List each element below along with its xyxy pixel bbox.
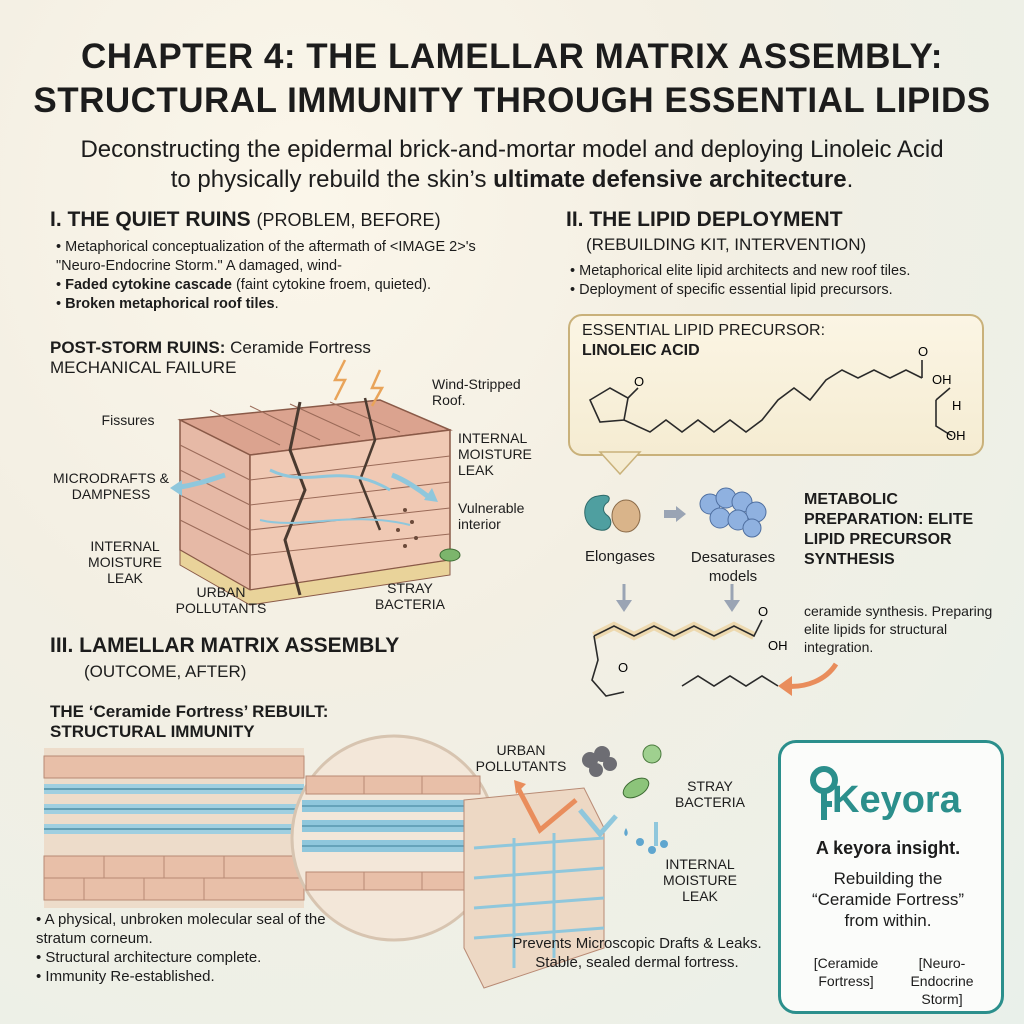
- incoming-orange-arrow-icon: [778, 662, 839, 696]
- chain-o-top: O: [758, 604, 768, 619]
- subtitle-plain: to physically rebuild the skin’s: [170, 166, 494, 193]
- bullet-2-rest: (faint cytokine froem, quieted).: [231, 277, 432, 293]
- label-fissures: Fissures: [101, 412, 155, 428]
- down-arrow-1-icon: [616, 584, 632, 612]
- label-rebuilt-urban: URBAN POLLUTANTS: [475, 742, 567, 774]
- page-title-line-1: CHAPTER 4: THE LAMELLAR MATRIX ASSEMBLY:: [81, 37, 943, 76]
- label-rebuilt-stray: STRAY BACTERIA: [674, 778, 745, 810]
- label-internal-leak-right: INTERNAL MOISTURE LEAK: [458, 430, 532, 478]
- keyora-tag-storm: [Neuro-Endocrine Storm]: [910, 955, 974, 1007]
- section-3-bullet-3: Immunity Re-established.: [36, 967, 336, 986]
- water-drops-icon: [624, 822, 668, 854]
- section-1-bullet-1: Metaphorical conceptualization of the af…: [56, 238, 526, 276]
- arrow-right-icon: [664, 506, 686, 522]
- section-1-bullet-3: Broken metaphorical roof tiles.: [56, 295, 526, 314]
- section-1-bullets: Metaphorical conceptualization of the af…: [56, 238, 526, 314]
- deflection-arrows-icon: [514, 780, 618, 838]
- section-3-heading-paren: (OUTCOME, AFTER): [84, 662, 247, 681]
- label-urban-pollutants: URBAN POLLUTANTS: [175, 584, 267, 616]
- rebuilt-panel-title: THE ‘Ceramide Fortress’ REBUILT: STRUCTU…: [50, 702, 328, 742]
- keyora-text: Rebuilding the “Ceramide Fortress” from …: [811, 869, 965, 930]
- elite-lipid-chain: O OH O: [591, 604, 788, 697]
- keyora-logo: Keyora: [832, 779, 961, 821]
- rebuilt-caption: Prevents Microscopic Drafts & Leaks. Sta…: [512, 935, 762, 971]
- down-arrow-2-icon: [724, 584, 740, 612]
- subtitle-end: .: [846, 166, 854, 193]
- subtitle-bold: ultimate defensive architecture: [493, 166, 847, 193]
- section-3-heading: III. LAMELLAR MATRIX ASSEMBLY: [50, 634, 400, 657]
- ruins-title-rest: Ceramide Fortress: [225, 338, 371, 357]
- section-2-bullet-1: Metaphorical elite lipid architects and …: [570, 262, 1010, 281]
- chem-o-label: O: [634, 374, 644, 389]
- section-1-heading-paren: (PROBLEM, BEFORE): [256, 210, 441, 230]
- rebuilt-title-line2: STRUCTURAL IMMUNITY: [50, 722, 255, 741]
- bullet-3-end: .: [274, 296, 279, 312]
- section-3-bullet-1: A physical, unbroken molecular seal of t…: [36, 910, 336, 948]
- label-microdrafts: MICRODRAFTS & DAMPNESS: [53, 470, 169, 502]
- metabolic-title: METABOLIC PREPARATION: ELITE LIPID PRECU…: [804, 491, 974, 568]
- chem-oh-label: OH: [932, 372, 952, 387]
- section-2-bullet-2: Deployment of specific essential lipid p…: [570, 281, 1010, 300]
- lipid-box-subtitle: LINOLEIC ACID: [582, 342, 700, 359]
- chain-oh: OH: [768, 638, 788, 653]
- chem-h-label: H: [952, 398, 961, 413]
- enzyme-label-elongases: Elongases: [584, 548, 656, 565]
- label-wind-stripped: Wind-Stripped Roof.: [432, 376, 521, 408]
- keyora-tagline: A keyora insight.: [815, 838, 961, 858]
- lipid-precursor-box: [568, 314, 984, 456]
- chain-o-bottom: O: [618, 660, 628, 675]
- lipid-tail-chain: [681, 675, 779, 687]
- rebuilt-fortress-illustration: [43, 734, 605, 989]
- section-1-heading-text: I. THE QUIET RUINS: [50, 208, 251, 231]
- ruins-panel-title: POST-STORM RUINS: Ceramide Fortress MECH…: [50, 338, 371, 378]
- lipid-box-title: ESSENTIAL LIPID PRECURSOR:: [582, 322, 826, 339]
- keyora-logo-icon: [810, 766, 838, 820]
- subtitle-line-2: to physically rebuild the skin’s ultimat…: [30, 164, 994, 195]
- section-3-bullet-2: Structural architecture complete.: [36, 948, 336, 967]
- elongases-enzyme-icon: [584, 494, 641, 533]
- page-title-line-2: STRUCTURAL IMMUNITY THROUGH ESSENTIAL LI…: [33, 81, 991, 120]
- ruins-title-bold: POST-STORM RUINS:: [50, 338, 226, 357]
- linoleic-acid-structure: O OH H O OH: [588, 344, 966, 443]
- section-2-heading: II. THE LIPID DEPLOYMENT: [566, 208, 843, 231]
- label-internal-leak-left: INTERNAL MOISTURE LEAK: [88, 538, 162, 586]
- bullet-3-bold: Broken metaphorical roof tiles: [65, 296, 275, 312]
- microdraft-arrow-icon: [170, 472, 226, 496]
- section-2-heading-paren: (REBUILDING KIT, INTERVENTION): [586, 235, 867, 254]
- bullet-2-bold: Faded cytokine cascade: [65, 277, 232, 293]
- keyora-tag-ceramide: [Ceramide Fortress]: [813, 955, 879, 989]
- label-vulnerable: Vulnerable interior: [458, 500, 525, 532]
- section-2-bullets: Metaphorical elite lipid architects and …: [570, 262, 1010, 300]
- ruined-fortress-illustration: [177, 359, 461, 606]
- section-1-bullet-2: Faded cytokine cascade (faint cytokine f…: [56, 276, 526, 295]
- ruins-title-line2: MECHANICAL FAILURE: [50, 358, 237, 377]
- pollutants-bacteria-icons: [582, 744, 662, 799]
- desaturases-enzyme-icon: [699, 487, 767, 538]
- metabolic-text: ceramide synthesis. Preparing elite lipi…: [804, 603, 993, 655]
- chem-o2-label: O: [918, 344, 928, 359]
- rebuilt-title-line1: THE ‘Ceramide Fortress’ REBUILT:: [50, 702, 329, 721]
- label-rebuilt-internal: INTERNAL MOISTURE LEAK: [663, 856, 737, 904]
- box-pointer: [598, 451, 642, 476]
- chem-oh2-label: OH: [946, 428, 966, 443]
- subtitle-line-1: Deconstructing the epidermal brick-and-m…: [80, 136, 944, 163]
- enzyme-label-desaturases: Desaturases models: [690, 549, 776, 585]
- section-3-bullets: A physical, unbroken molecular seal of t…: [36, 910, 336, 986]
- section-1-heading: I. THE QUIET RUINS (PROBLEM, BEFORE): [50, 208, 441, 232]
- label-stray-bacteria: STRAY BACTERIA: [374, 580, 445, 612]
- leak-arrow-icon: [391, 472, 438, 502]
